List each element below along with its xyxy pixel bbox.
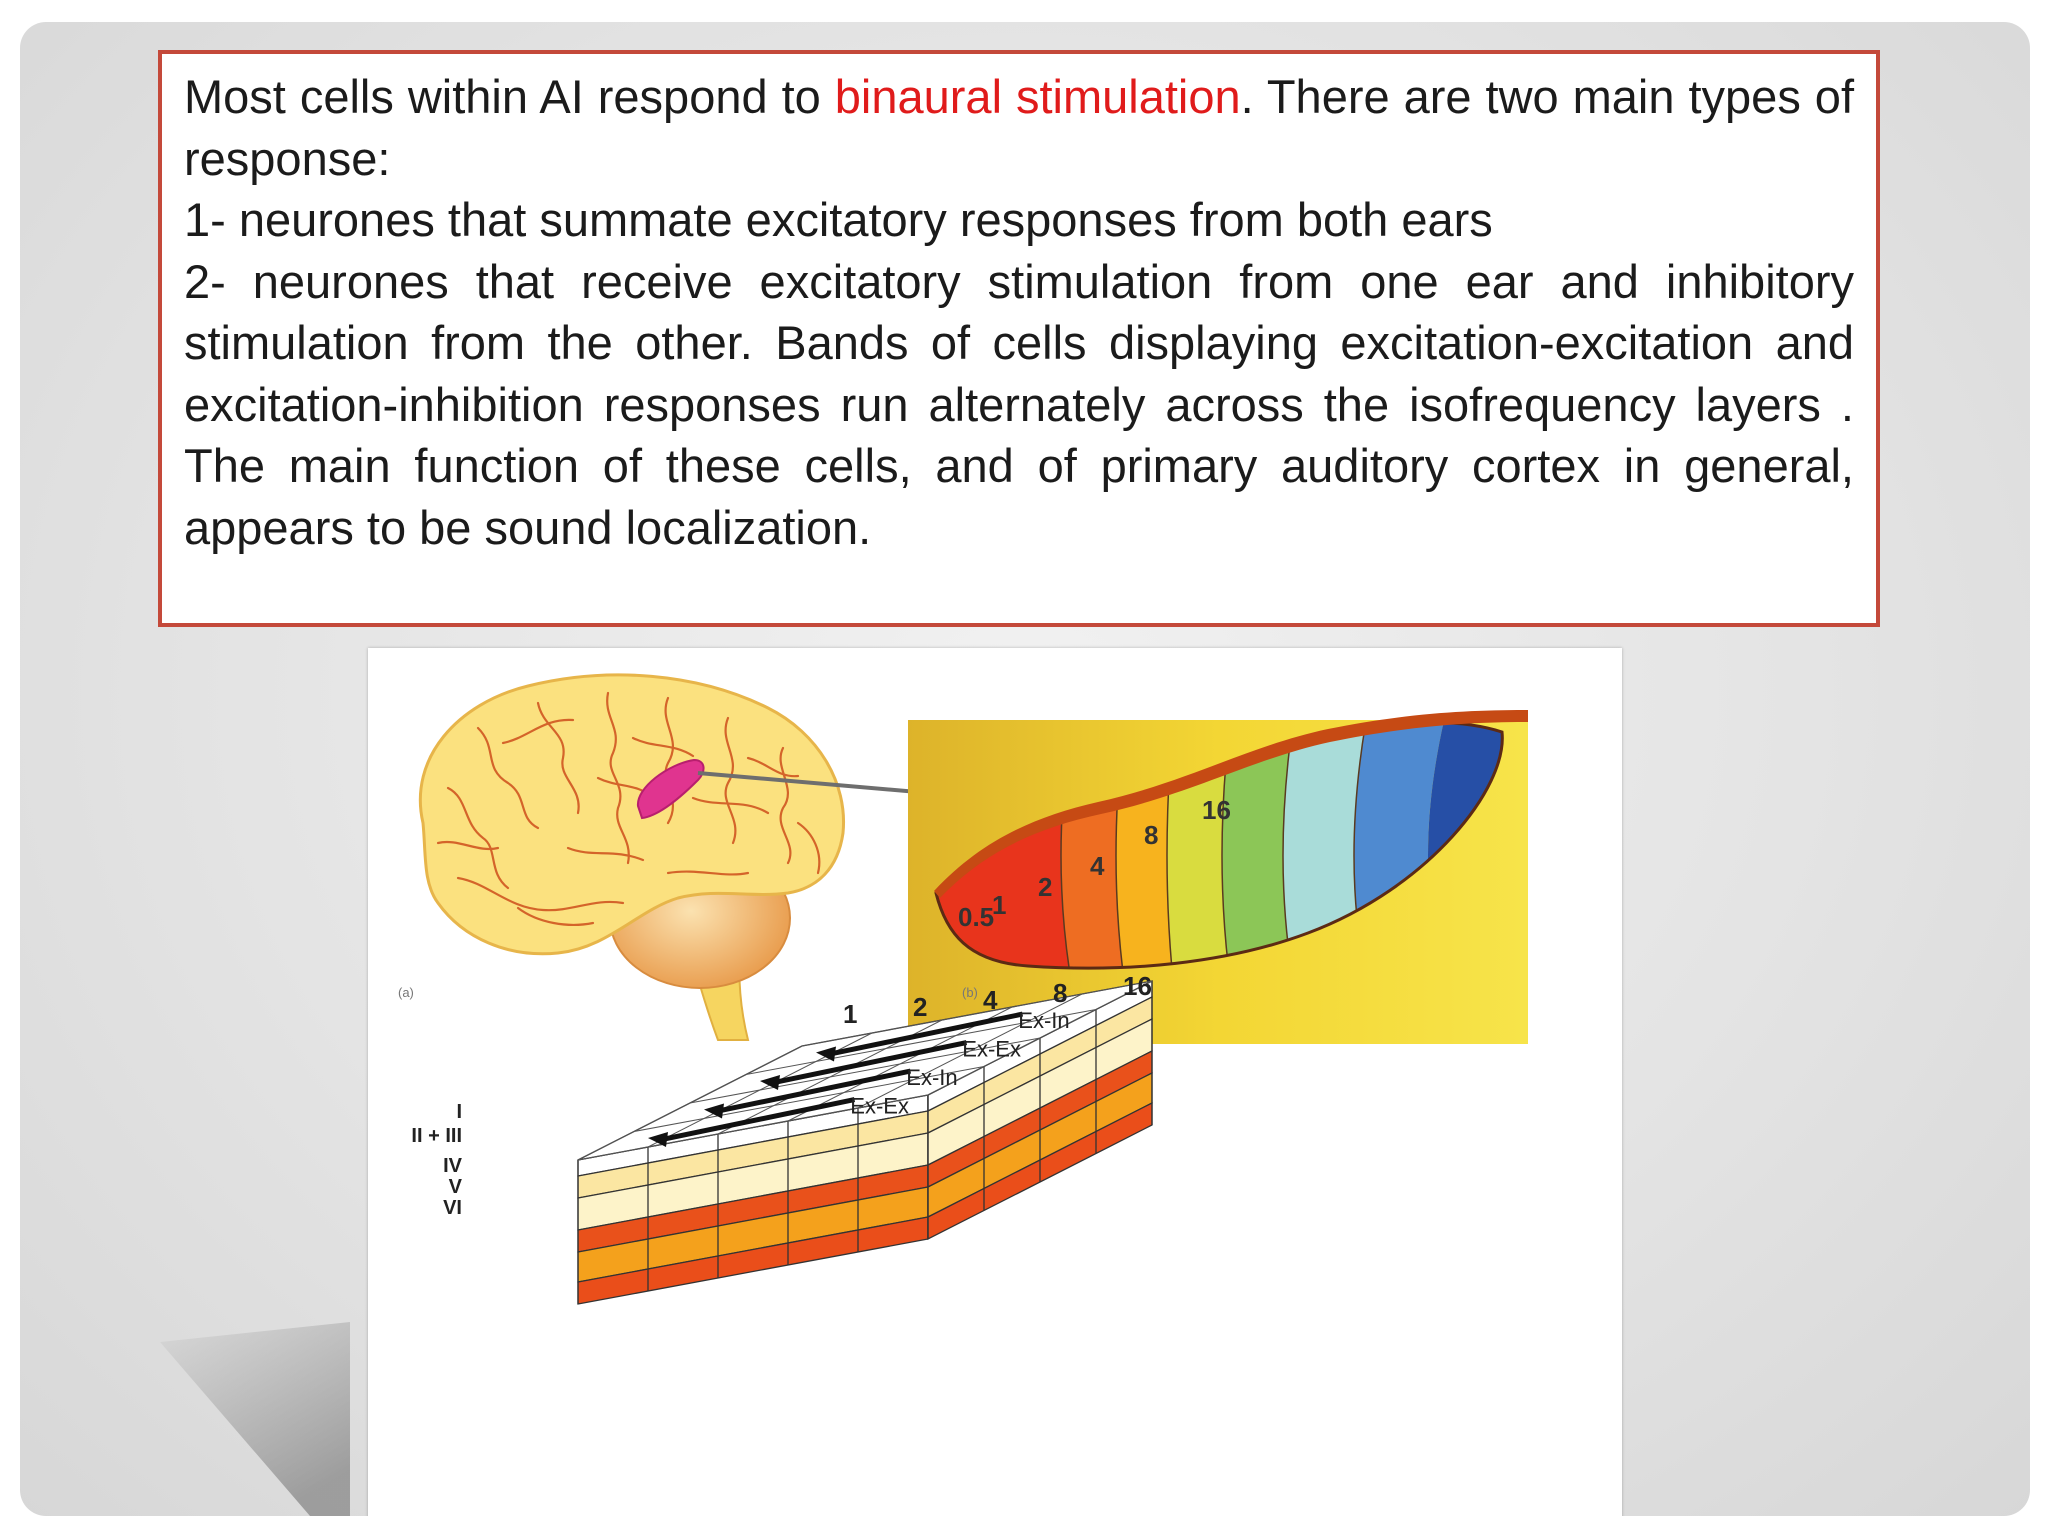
band-arrow — [827, 1011, 1024, 1057]
block-frequency-label: 1 — [843, 999, 857, 1029]
block-frequency-label: 8 — [1053, 978, 1067, 1008]
text-box: Most cells within AI respond to binaural… — [158, 50, 1880, 627]
frequency-band-label: 0.5 — [958, 902, 994, 932]
band-arrow — [715, 1068, 912, 1114]
panel-a-label: (a) — [398, 985, 414, 1000]
frequency-band-label: 1 — [992, 890, 1006, 920]
point-1: 1- neurones that summate excitatory resp… — [184, 193, 1493, 246]
cortical-layer-label: IV — [443, 1155, 463, 1177]
block-frequency-label: 4 — [983, 985, 998, 1015]
intro-text-end: . There are two main types of response: — [184, 70, 1854, 185]
cortical-layer-label: I — [456, 1101, 462, 1123]
block-band-label: Ex-In — [1018, 1008, 1069, 1033]
block-band-label: Ex-Ex — [850, 1093, 909, 1118]
cortical-layer-label: II + III — [411, 1125, 462, 1147]
frequency-band-label: 8 — [1144, 820, 1158, 850]
block-frequency-label: 16 — [1123, 971, 1152, 1001]
brain-illustration — [418, 673, 846, 1041]
isofrequency-map: 0.51 2 4 8 16 — [908, 710, 1528, 1044]
frequency-band-label: 16 — [1202, 795, 1231, 825]
block-frequency-label: 2 — [913, 992, 927, 1022]
panel-b-label: (b) — [962, 985, 978, 1000]
frequency-band-label: 2 — [1038, 872, 1052, 902]
highlight-binaural-stimulation: binaural stimulation — [834, 70, 1241, 123]
intro-text: Most cells within AI respond to — [184, 70, 835, 123]
slide: Most cells within AI respond to binaural… — [20, 22, 2030, 1516]
cortical-layer-label: V — [449, 1176, 463, 1198]
intro-paragraph: Most cells within AI respond to binaural… — [184, 66, 1854, 189]
point-2: 2- neurones that receive excitatory stim… — [184, 254, 1854, 554]
band-arrow — [659, 1097, 856, 1143]
block-band-label: Ex-Ex — [962, 1036, 1021, 1061]
frequency-band-label: 4 — [1090, 851, 1105, 881]
block-band-label: Ex-In — [906, 1065, 957, 1090]
cortical-layer-label: VI — [443, 1197, 462, 1219]
band-arrow — [771, 1040, 968, 1086]
